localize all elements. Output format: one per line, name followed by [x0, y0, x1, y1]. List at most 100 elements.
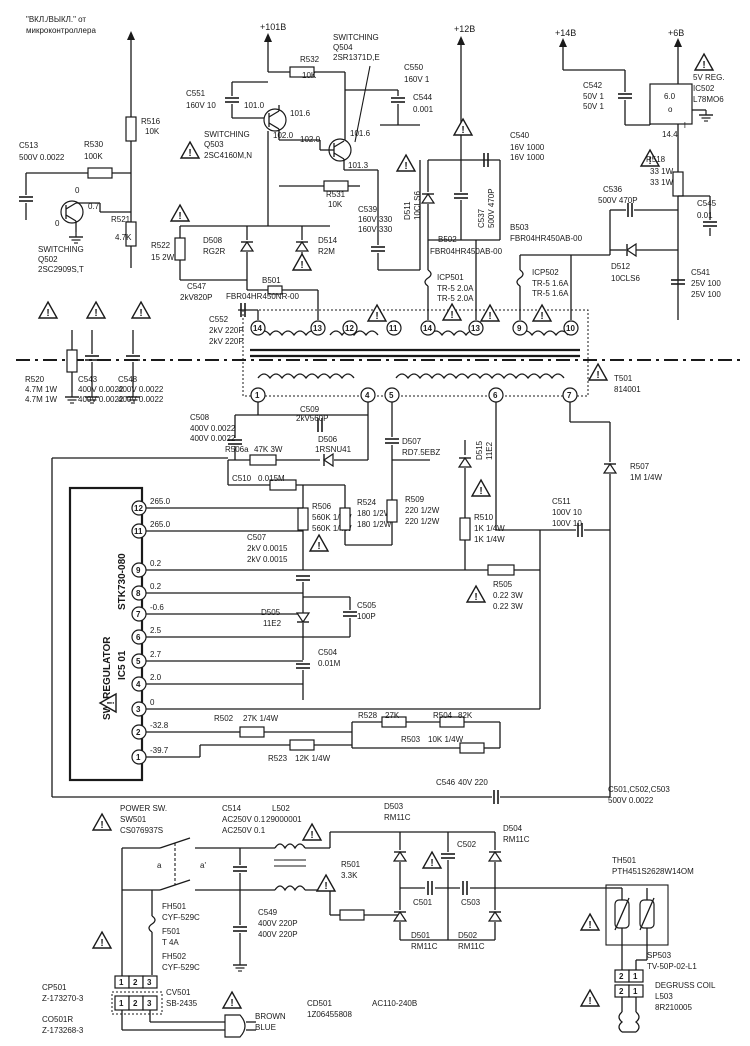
- warning-icon: [422, 851, 442, 870]
- svg-text:33 1W: 33 1W: [650, 167, 674, 176]
- svg-text:9: 9: [136, 566, 141, 575]
- svg-text:1Z06455808: 1Z06455808: [307, 1010, 352, 1019]
- svg-text:2kV 0.0015: 2kV 0.0015: [247, 555, 288, 564]
- svg-text:AC250V 0.1: AC250V 0.1: [222, 815, 266, 824]
- warning-icon: [92, 931, 112, 950]
- svg-text:500V 470P: 500V 470P: [487, 188, 496, 228]
- c507: C507 2kV 0.0015 2kV 0.0015: [247, 533, 311, 610]
- svg-text:B503: B503: [510, 223, 529, 232]
- svg-text:1M 1/4W: 1M 1/4W: [630, 473, 662, 482]
- svg-text:R501: R501: [341, 860, 361, 869]
- svg-text:160V 330: 160V 330: [358, 215, 393, 224]
- svg-text:1: 1: [255, 391, 260, 400]
- svg-text:14: 14: [423, 324, 432, 333]
- b503: B503 FBR04HR450AB-00: [510, 223, 583, 243]
- svg-text:4.7M 1W: 4.7M 1W: [25, 385, 57, 394]
- svg-text:4.7K: 4.7K: [115, 233, 132, 242]
- c540: C540 16V 1000 16V 1000: [483, 131, 545, 240]
- svg-text:14: 14: [253, 324, 262, 333]
- warning-icon: [442, 303, 462, 322]
- svg-text:4: 4: [365, 391, 370, 400]
- r531: R531 10K: [279, 180, 360, 209]
- svg-text:FH501: FH501: [162, 902, 187, 911]
- svg-text:Q503: Q503: [204, 140, 224, 149]
- svg-text:0.7: 0.7: [88, 202, 100, 211]
- svg-text:2SC4160M,N: 2SC4160M,N: [204, 151, 252, 160]
- svg-text:40V 220: 40V 220: [458, 778, 488, 787]
- svg-text:2kV560P: 2kV560P: [296, 414, 328, 423]
- sp503: 2 1 2 1 SP503 TV-50P-02-L1: [614, 951, 697, 998]
- r506a: R506a 47K 3W: [225, 445, 303, 466]
- icp502: ICP502 TR-5 1.6A TR-5 1.6A: [516, 254, 610, 320]
- q504: 102.0 101.6 101.3 SWITCHING Q504 2SR1371…: [300, 33, 380, 171]
- svg-text:1: 1: [136, 753, 141, 762]
- svg-text:82K: 82K: [458, 711, 473, 720]
- r521: R521 4.7K: [111, 215, 137, 247]
- svg-text:SWITCHING: SWITCHING: [38, 245, 84, 254]
- svg-text:16V 1000: 16V 1000: [510, 153, 545, 162]
- svg-text:101.3: 101.3: [348, 161, 369, 170]
- svg-text:12K 1/4W: 12K 1/4W: [295, 754, 331, 763]
- svg-text:FBR04HR450NR-00: FBR04HR450NR-00: [226, 292, 299, 301]
- svg-text:4: 4: [136, 680, 141, 689]
- svg-text:560K 1/4W: 560K 1/4W: [312, 524, 352, 533]
- svg-text:2SR1371D,E: 2SR1371D,E: [333, 53, 380, 62]
- rail-101v: +101В: [260, 22, 286, 72]
- d505: D505 11E2: [261, 608, 310, 648]
- svg-text:PTH451S2628W14OM: PTH451S2628W14OM: [612, 867, 694, 876]
- svg-text:13: 13: [471, 324, 480, 333]
- ic502: 6.0 o l 14.4 5V REG. IC502 L78MO6: [649, 73, 725, 172]
- svg-text:R2M: R2M: [318, 247, 335, 256]
- svg-text:D501: D501: [411, 931, 431, 940]
- svg-text:7: 7: [567, 391, 572, 400]
- svg-text:10K: 10K: [145, 127, 160, 136]
- svg-text:D504: D504: [503, 824, 523, 833]
- svg-text:R521: R521: [111, 215, 131, 224]
- svg-text:a: a: [157, 861, 162, 870]
- svg-text:0.01: 0.01: [697, 211, 713, 220]
- svg-text:D503: D503: [384, 802, 404, 811]
- svg-text:0: 0: [150, 698, 155, 707]
- svg-text:160V 10: 160V 10: [186, 101, 216, 110]
- svg-text:RG2R: RG2R: [203, 247, 225, 256]
- bridge-rectifier: D503 RM11C D504 RM11C C502 C501 C503 D50…: [384, 802, 610, 951]
- warning-icon: [396, 154, 416, 173]
- ic501-ref: IC5 01: [117, 650, 128, 680]
- ac-plug: BROWN BLUE: [121, 1010, 286, 1038]
- r520: R520 4.7M 1W 4.7M 1W: [25, 330, 80, 404]
- svg-text:102.0: 102.0: [273, 131, 294, 140]
- c541: C541 25V 100 25V 100: [670, 268, 721, 299]
- svg-text:180 1/2W: 180 1/2W: [357, 520, 392, 529]
- svg-text:2: 2: [133, 978, 138, 987]
- warning-icon: [309, 534, 329, 553]
- svg-text:RD7.5EBZ: RD7.5EBZ: [402, 448, 440, 457]
- rail-6v: +6В: [668, 28, 684, 84]
- svg-text:400V 220P: 400V 220P: [258, 930, 298, 939]
- b502: B502 FBR04HR450AB-00: [428, 235, 503, 256]
- svg-text:814001: 814001: [614, 385, 641, 394]
- svg-text:10K: 10K: [302, 71, 317, 80]
- svg-text:F501: F501: [162, 927, 181, 936]
- svg-text:27K: 27K: [385, 711, 400, 720]
- svg-text:C540: C540: [510, 131, 530, 140]
- svg-text:R531: R531: [326, 190, 346, 199]
- svg-text:TV-50P-02-L1: TV-50P-02-L1: [647, 962, 697, 971]
- r518: R518 33 1W 33 1W: [646, 155, 684, 320]
- warning-icon: [471, 479, 491, 498]
- rail-12v-label: +12В: [454, 24, 475, 34]
- svg-text:C508: C508: [190, 413, 210, 422]
- svg-text:3: 3: [147, 999, 152, 1008]
- ac-input-label: AC110-240B: [372, 999, 417, 1008]
- r510: R510 1K 1/4W 1K 1/4W: [459, 512, 505, 570]
- cd501: CD501 1Z06455808: [307, 999, 352, 1019]
- svg-text:R530: R530: [84, 140, 104, 149]
- svg-text:BLUE: BLUE: [255, 1023, 276, 1032]
- c545: C545 0.01: [678, 195, 718, 236]
- warning-icon: [480, 304, 500, 323]
- svg-text:R502: R502: [214, 714, 234, 723]
- d512: D512 10CLS6: [610, 243, 678, 283]
- c504: C504 0.01M: [295, 648, 341, 700]
- svg-text:1K 1/4W: 1K 1/4W: [474, 524, 505, 533]
- svg-text:R520: R520: [25, 375, 45, 384]
- svg-text:2kV 220P: 2kV 220P: [209, 326, 244, 335]
